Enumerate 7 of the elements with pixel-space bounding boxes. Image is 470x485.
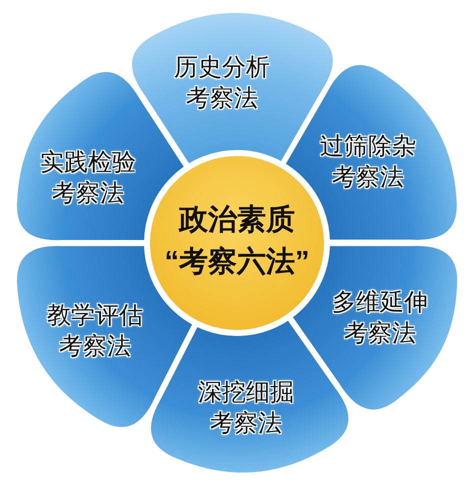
petal-label: 多维延伸考察法 — [330, 288, 429, 349]
petal-label: 过筛除杂考察法 — [318, 132, 417, 193]
petal-label: 教学评估考察法 — [46, 300, 144, 362]
center-title: 政治素质“考察六法” — [164, 203, 310, 280]
petal-label: 实践检验考察法 — [38, 148, 137, 209]
petal-label: 深挖细掘考察法 — [196, 378, 295, 439]
petal-label: 历史分析考察法 — [172, 52, 271, 114]
